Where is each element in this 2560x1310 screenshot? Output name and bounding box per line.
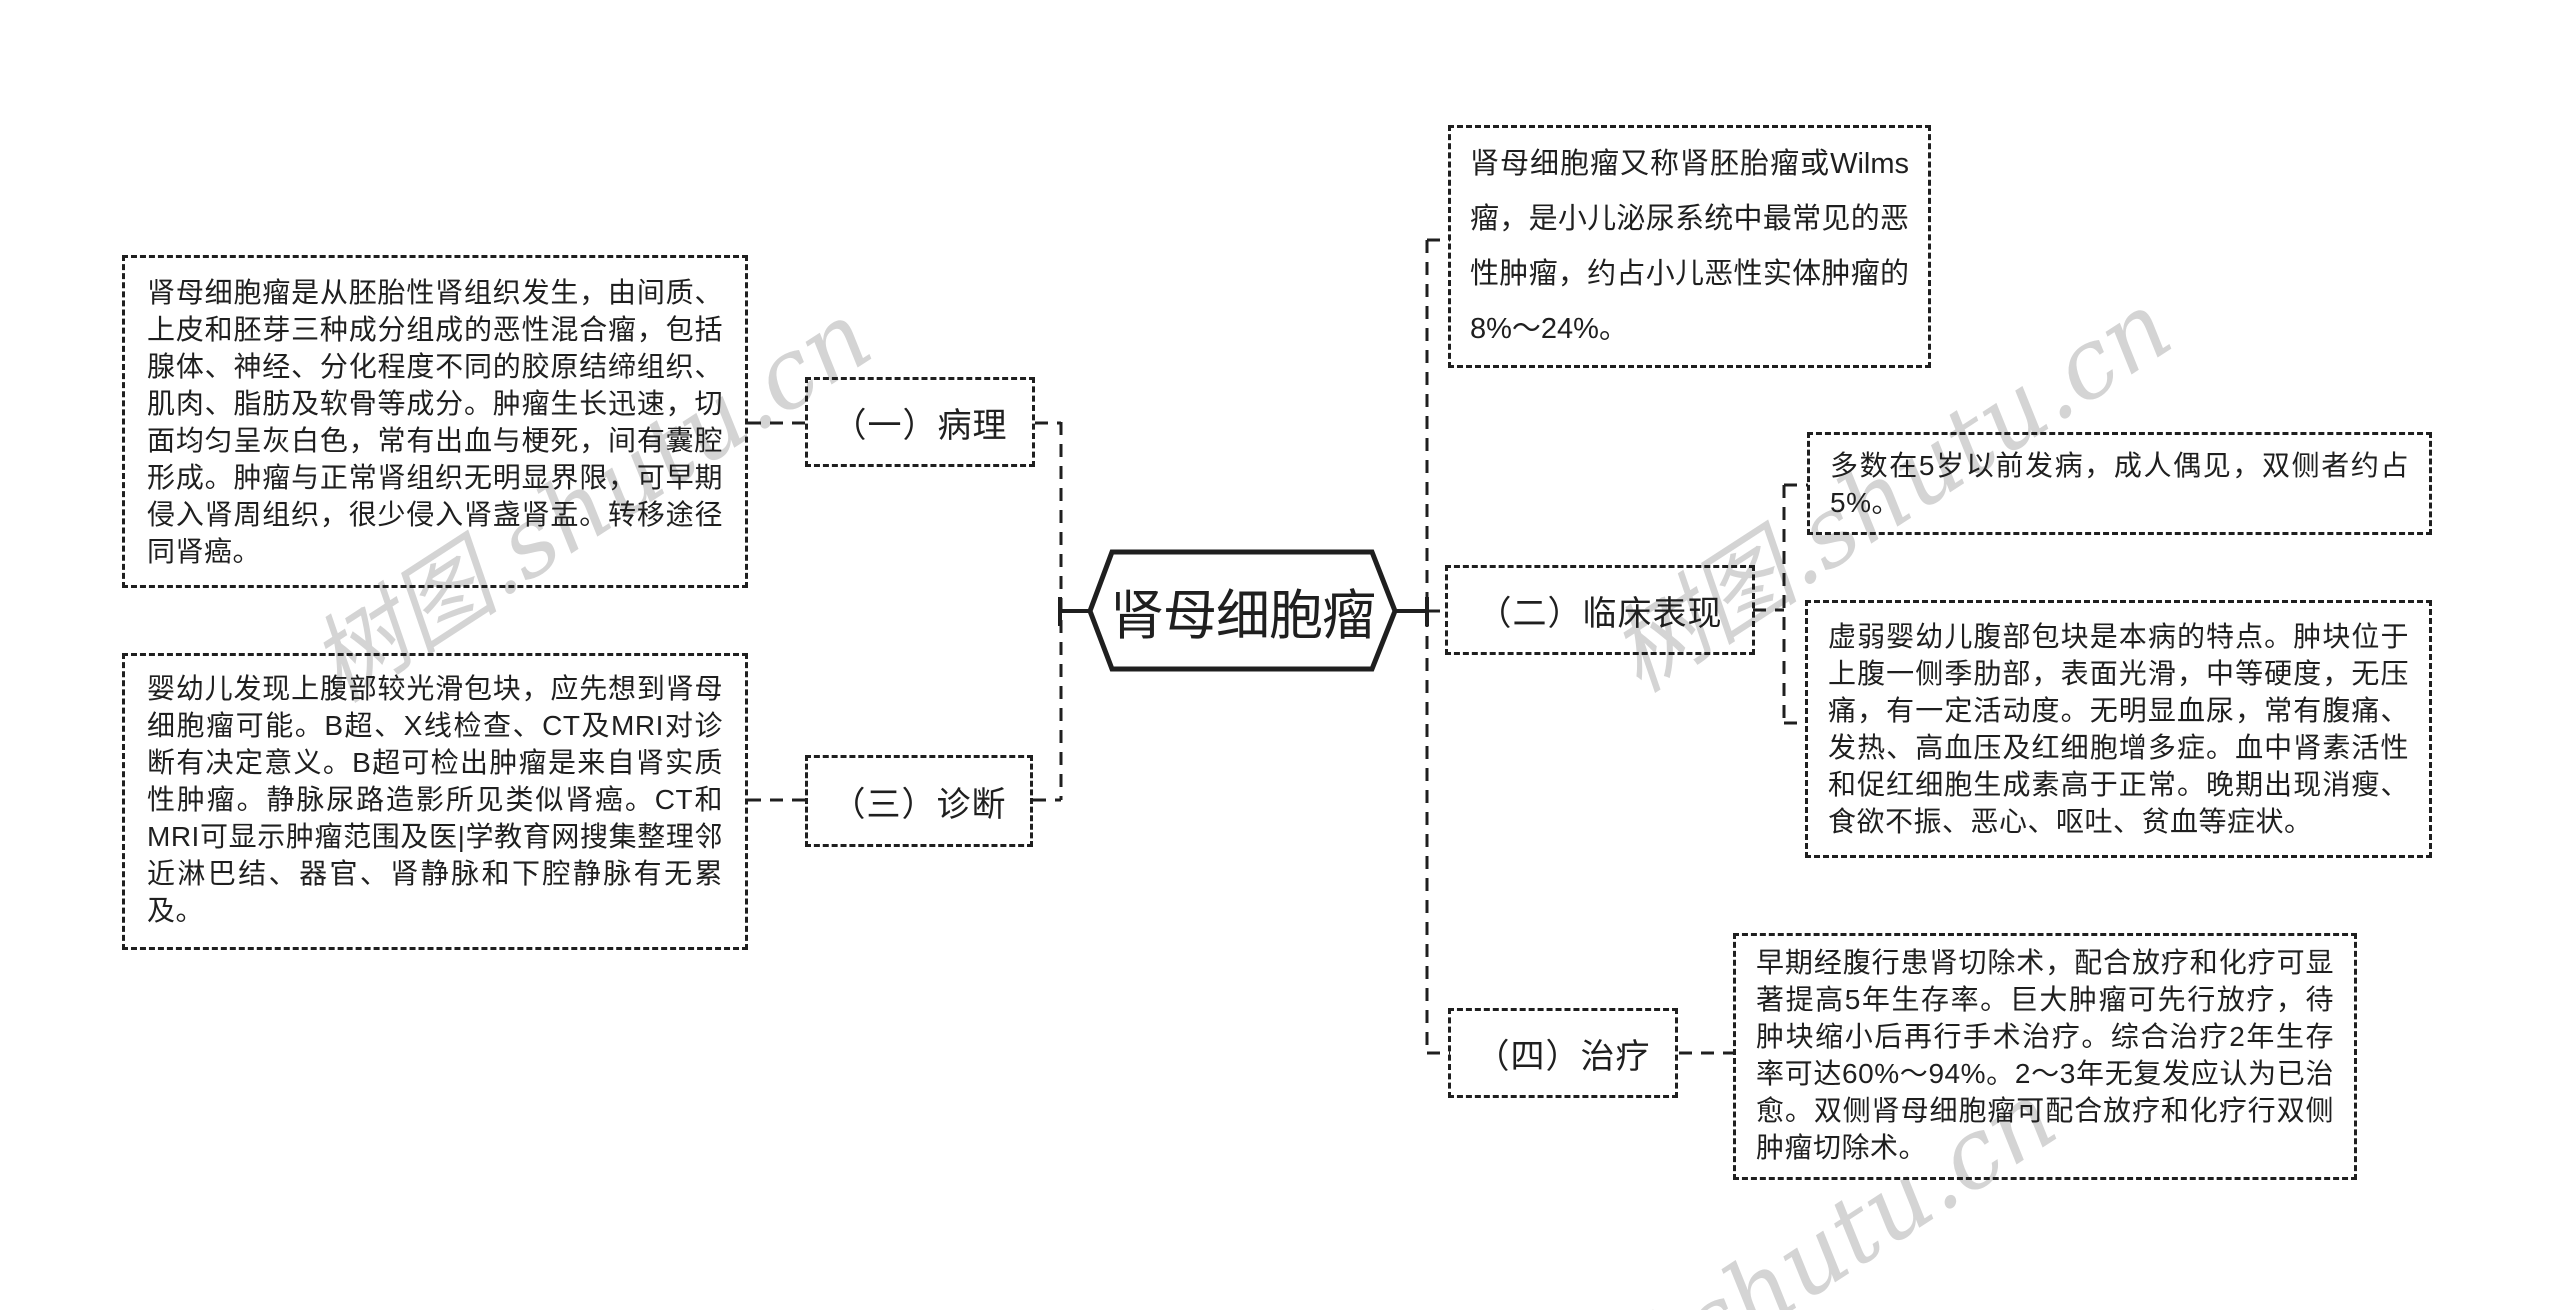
overview-note-box[interactable]: 肾母细胞瘤又称肾胚胎瘤或Wilms瘤，是小儿泌尿系统中最常见的恶性肿瘤，约占小儿… [1448, 125, 1931, 368]
clinical-features-note-box[interactable]: 虚弱婴幼儿腹部包块是本病的特点。肿块位于上腹一侧季肋部，表面光滑，中等硬度，无压… [1805, 600, 2432, 858]
clinical-onset-note-box[interactable]: 多数在5岁以前发病，成人偶见，双侧者约占5%。 [1807, 432, 2432, 535]
root-hexagon[interactable] [1087, 549, 1398, 672]
branch-label-pathology[interactable]: （一）病理 [805, 377, 1035, 467]
branch-label-treatment[interactable]: （四）治疗 [1448, 1008, 1678, 1098]
treatment-note-box[interactable]: 早期经腹行患肾切除术，配合放疗和化疗可显著提高5年生存率。巨大肿瘤可先行放疗，待… [1733, 933, 2357, 1180]
root-node-label[interactable]: 肾母细胞瘤 [1110, 586, 1376, 646]
pathology-note-box[interactable]: 肾母细胞瘤是从胚胎性肾组织发生，由间质、上皮和胚芽三种成分组成的恶性混合瘤，包括… [122, 255, 748, 588]
overview-note-text: 肾母细胞瘤又称肾胚胎瘤或Wilms瘤，是小儿泌尿系统中最常见的恶性肿瘤，约占小儿… [1470, 148, 1909, 345]
branch-label-clinical[interactable]: （二）临床表现 [1445, 565, 1755, 655]
diagnosis-note-box[interactable]: 婴幼儿发现上腹部较光滑包块，应先想到肾母细胞瘤可能。B超、X线检查、CT及MRI… [122, 653, 748, 950]
branch-label-diagnosis[interactable]: （三）诊断 [805, 755, 1033, 847]
